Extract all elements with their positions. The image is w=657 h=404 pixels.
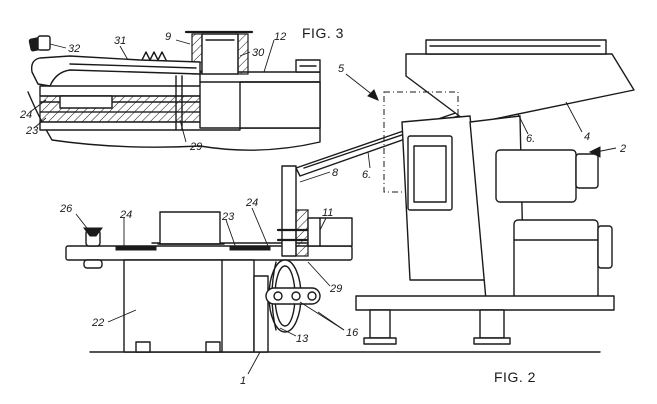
label-31: 31 [114,35,126,47]
fig3-lever-31 [30,55,201,87]
machine-body-1 [253,275,269,353]
label-9: 9 [165,31,171,43]
support-11 [307,217,353,247]
label-6b: 6. [362,169,371,181]
arrow-5 [345,73,375,97]
fig2-main-view: 5 4 2 6. 6. 8 26 24 23 24 11 22 29 16 13… [59,39,635,387]
fig3-title: FIG. 3 [302,25,344,41]
motor-upper [495,149,577,203]
label-23: 23 [25,125,39,137]
label-4: 4 [584,131,590,143]
motor-lower [513,219,599,301]
label-29: 29 [329,283,342,295]
guide-column-8 [281,165,297,257]
label-8: 8 [332,167,339,179]
label-16: 16 [346,327,359,339]
label-1: 1 [240,375,246,387]
fig2-title: FIG. 2 [494,369,536,385]
label-32: 32 [68,43,80,55]
fig3-detail-view: 32 31 9 30 12 24 23 29 FIG. 3 [19,25,344,153]
label-13: 13 [296,333,309,345]
foot-right [479,309,505,339]
workpiece-block [159,211,221,245]
label-22: 22 [91,317,104,329]
label-5: 5 [338,63,345,75]
table-top [65,245,353,261]
label-24b: 24 [245,197,258,209]
machine-body-22 [123,259,255,353]
label-26: 26 [59,203,73,215]
label-29: 29 [189,141,202,153]
fig3-spring [141,51,167,61]
label-11: 11 [322,207,333,219]
label-24: 24 [19,109,32,121]
label-30: 30 [252,47,265,59]
label-23: 23 [221,211,235,223]
label-12: 12 [274,31,286,43]
label-6a: 6. [526,133,535,145]
label-2: 2 [619,143,626,155]
label-24: 24 [119,209,132,221]
foot-left [369,309,391,339]
right-base-plate [355,295,615,311]
housing-4 [405,53,635,125]
drive-wheel-16 [265,259,321,333]
housing-lid [425,39,607,55]
clamp-26 [83,227,103,269]
